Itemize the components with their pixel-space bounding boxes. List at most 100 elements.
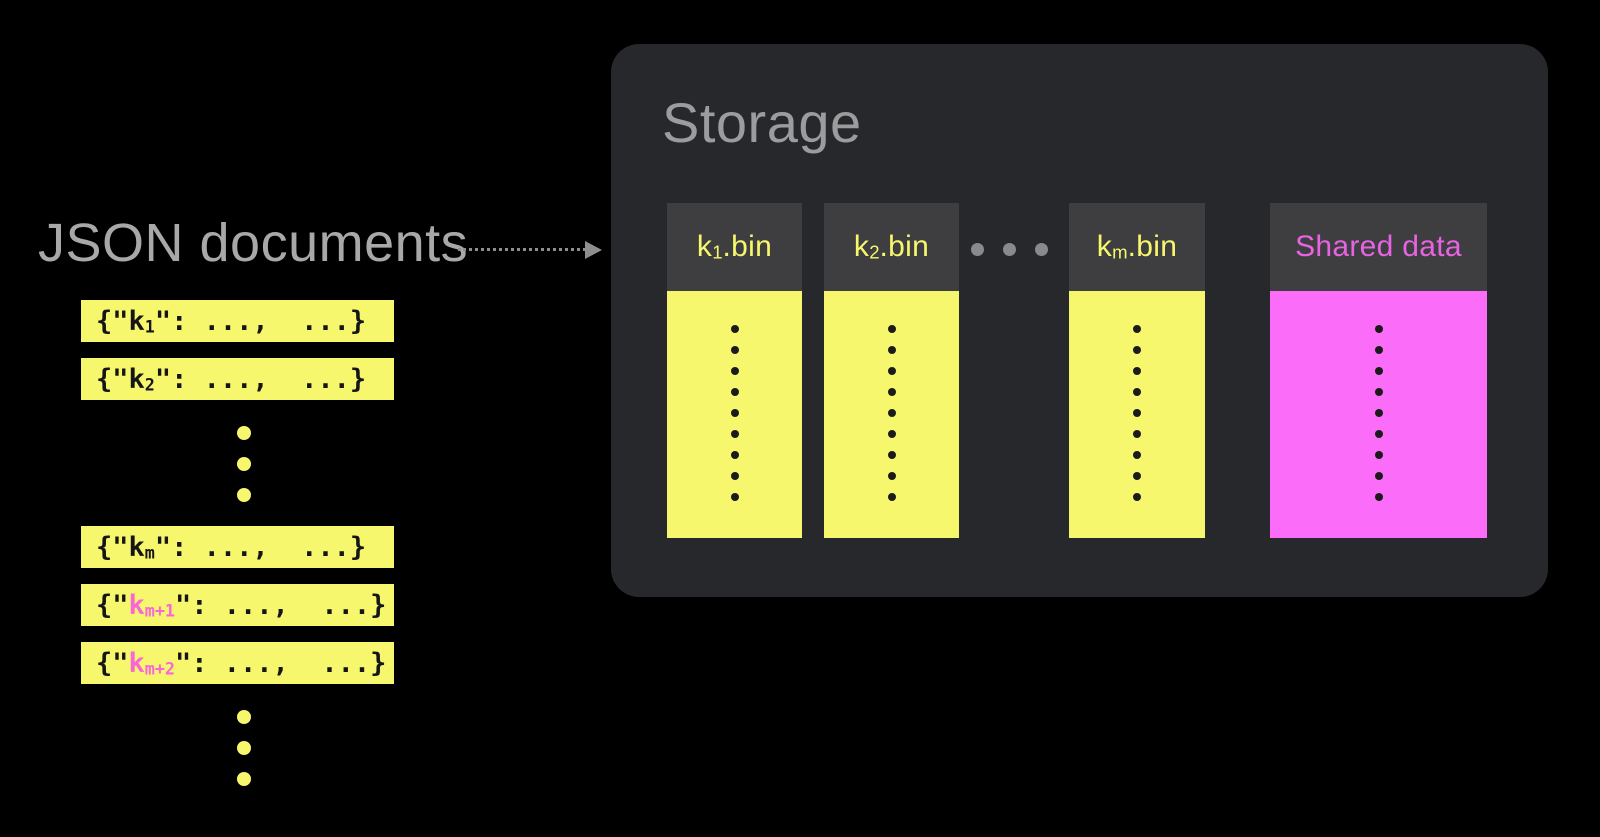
ellipsis-dot bbox=[236, 426, 251, 440]
bar-key-subscript: m+2 bbox=[144, 657, 176, 678]
column-body bbox=[1270, 291, 1487, 538]
data-dot bbox=[887, 451, 896, 459]
data-dot bbox=[1133, 472, 1141, 480]
column-header-key: k2 bbox=[853, 230, 880, 263]
column-header-label: Shared data bbox=[1295, 230, 1462, 263]
data-dot bbox=[730, 346, 739, 354]
data-dot bbox=[730, 430, 739, 438]
bar-key-subscript: 1 bbox=[144, 315, 155, 336]
data-dot bbox=[1133, 367, 1141, 375]
json-documents-stack: {"k1": ..., ...}{"k2": ..., ...}{"km": .… bbox=[81, 300, 394, 810]
data-dot bbox=[887, 430, 896, 438]
data-dot bbox=[887, 388, 896, 396]
column-header-key-subscript: 2 bbox=[869, 241, 880, 263]
column-header: Shared data bbox=[1270, 203, 1487, 291]
bar-key: km+1 bbox=[128, 589, 176, 621]
ellipsis-dot bbox=[1003, 243, 1016, 256]
data-dot bbox=[1133, 346, 1141, 354]
data-dot bbox=[730, 367, 739, 375]
data-dot bbox=[730, 388, 739, 396]
arrow-head-icon bbox=[585, 241, 602, 259]
data-dot bbox=[1374, 367, 1383, 375]
column-body bbox=[667, 291, 802, 538]
data-dot bbox=[730, 325, 739, 333]
data-dot bbox=[1374, 409, 1383, 417]
storage-column: k2.bin bbox=[824, 203, 959, 538]
data-dot bbox=[730, 451, 739, 459]
data-dot bbox=[1374, 388, 1383, 396]
storage-title: Storage bbox=[662, 91, 862, 154]
bar-key: km bbox=[128, 531, 155, 563]
column-body bbox=[824, 291, 959, 538]
column-header-key-subscript: m bbox=[1112, 241, 1128, 263]
data-dot bbox=[887, 346, 896, 354]
data-dot bbox=[887, 325, 896, 333]
column-header-ext: .bin bbox=[879, 230, 930, 263]
column-header-ext: .bin bbox=[1127, 230, 1178, 263]
data-dot bbox=[1374, 325, 1383, 333]
bar-prefix: {" bbox=[96, 589, 129, 621]
data-dot bbox=[1133, 325, 1141, 333]
bar-key-subscript: 2 bbox=[144, 373, 155, 394]
ellipsis-dot bbox=[1035, 243, 1048, 256]
bar-prefix: {" bbox=[96, 647, 129, 679]
bar-prefix: {" bbox=[96, 531, 129, 563]
bar-key: km+2 bbox=[128, 647, 176, 679]
bar-suffix: ": ..., ...} bbox=[154, 531, 367, 563]
bar-key-subscript: m+1 bbox=[144, 599, 176, 620]
ellipsis-dot bbox=[236, 710, 251, 724]
data-dot bbox=[887, 409, 896, 417]
column-header-key: k1 bbox=[696, 230, 723, 263]
column-header-key-subscript: 1 bbox=[712, 241, 723, 263]
storage-column: k1.bin bbox=[667, 203, 802, 538]
data-dot bbox=[1133, 388, 1141, 396]
data-dot bbox=[1133, 430, 1141, 438]
arrow-line bbox=[458, 248, 586, 251]
json-document-bar: {"km": ..., ...} bbox=[81, 526, 394, 568]
bar-suffix: ": ..., ...} bbox=[175, 647, 387, 679]
data-dot bbox=[887, 493, 896, 501]
ellipsis-dot bbox=[236, 457, 251, 471]
data-dot bbox=[887, 367, 896, 375]
json-document-bar: {"km+2": ..., ...} bbox=[81, 642, 394, 684]
data-dot bbox=[1133, 451, 1141, 459]
bar-suffix: ": ..., ...} bbox=[175, 589, 387, 621]
bar-key-subscript: m bbox=[144, 541, 155, 562]
ellipsis-dot bbox=[236, 772, 251, 786]
ellipsis-dot bbox=[236, 488, 251, 502]
column-header: km.bin bbox=[1069, 203, 1205, 291]
vertical-ellipsis bbox=[87, 426, 400, 502]
data-dot bbox=[1374, 493, 1383, 501]
storage-column: Shared data bbox=[1270, 203, 1487, 538]
data-dot bbox=[1133, 409, 1141, 417]
data-dot bbox=[730, 472, 739, 480]
column-body bbox=[1069, 291, 1205, 538]
column-header-ext: .bin bbox=[722, 230, 773, 263]
data-dot bbox=[1374, 472, 1383, 480]
json-documents-label: JSON documents bbox=[38, 213, 469, 273]
json-document-bar: {"k1": ..., ...} bbox=[81, 300, 394, 342]
bar-prefix: {" bbox=[96, 363, 129, 395]
data-dot bbox=[887, 472, 896, 480]
bar-prefix: {" bbox=[96, 305, 129, 337]
dotted-arrow bbox=[458, 240, 606, 260]
vertical-ellipsis bbox=[87, 710, 400, 786]
bar-key: k1 bbox=[128, 305, 155, 337]
column-header-key: km bbox=[1096, 230, 1128, 263]
data-dot bbox=[1374, 346, 1383, 354]
bar-suffix: ": ..., ...} bbox=[154, 363, 367, 395]
bar-suffix: ": ..., ...} bbox=[154, 305, 367, 337]
horizontal-ellipsis bbox=[971, 243, 1048, 256]
column-header: k2.bin bbox=[824, 203, 959, 291]
json-document-bar: {"k2": ..., ...} bbox=[81, 358, 394, 400]
ellipsis-dot bbox=[971, 243, 984, 256]
ellipsis-dot bbox=[236, 741, 251, 755]
json-document-bar: {"km+1": ..., ...} bbox=[81, 584, 394, 626]
data-dot bbox=[1374, 451, 1383, 459]
data-dot bbox=[730, 493, 739, 501]
data-dot bbox=[1374, 430, 1383, 438]
column-header: k1.bin bbox=[667, 203, 802, 291]
bar-key: k2 bbox=[128, 363, 155, 395]
